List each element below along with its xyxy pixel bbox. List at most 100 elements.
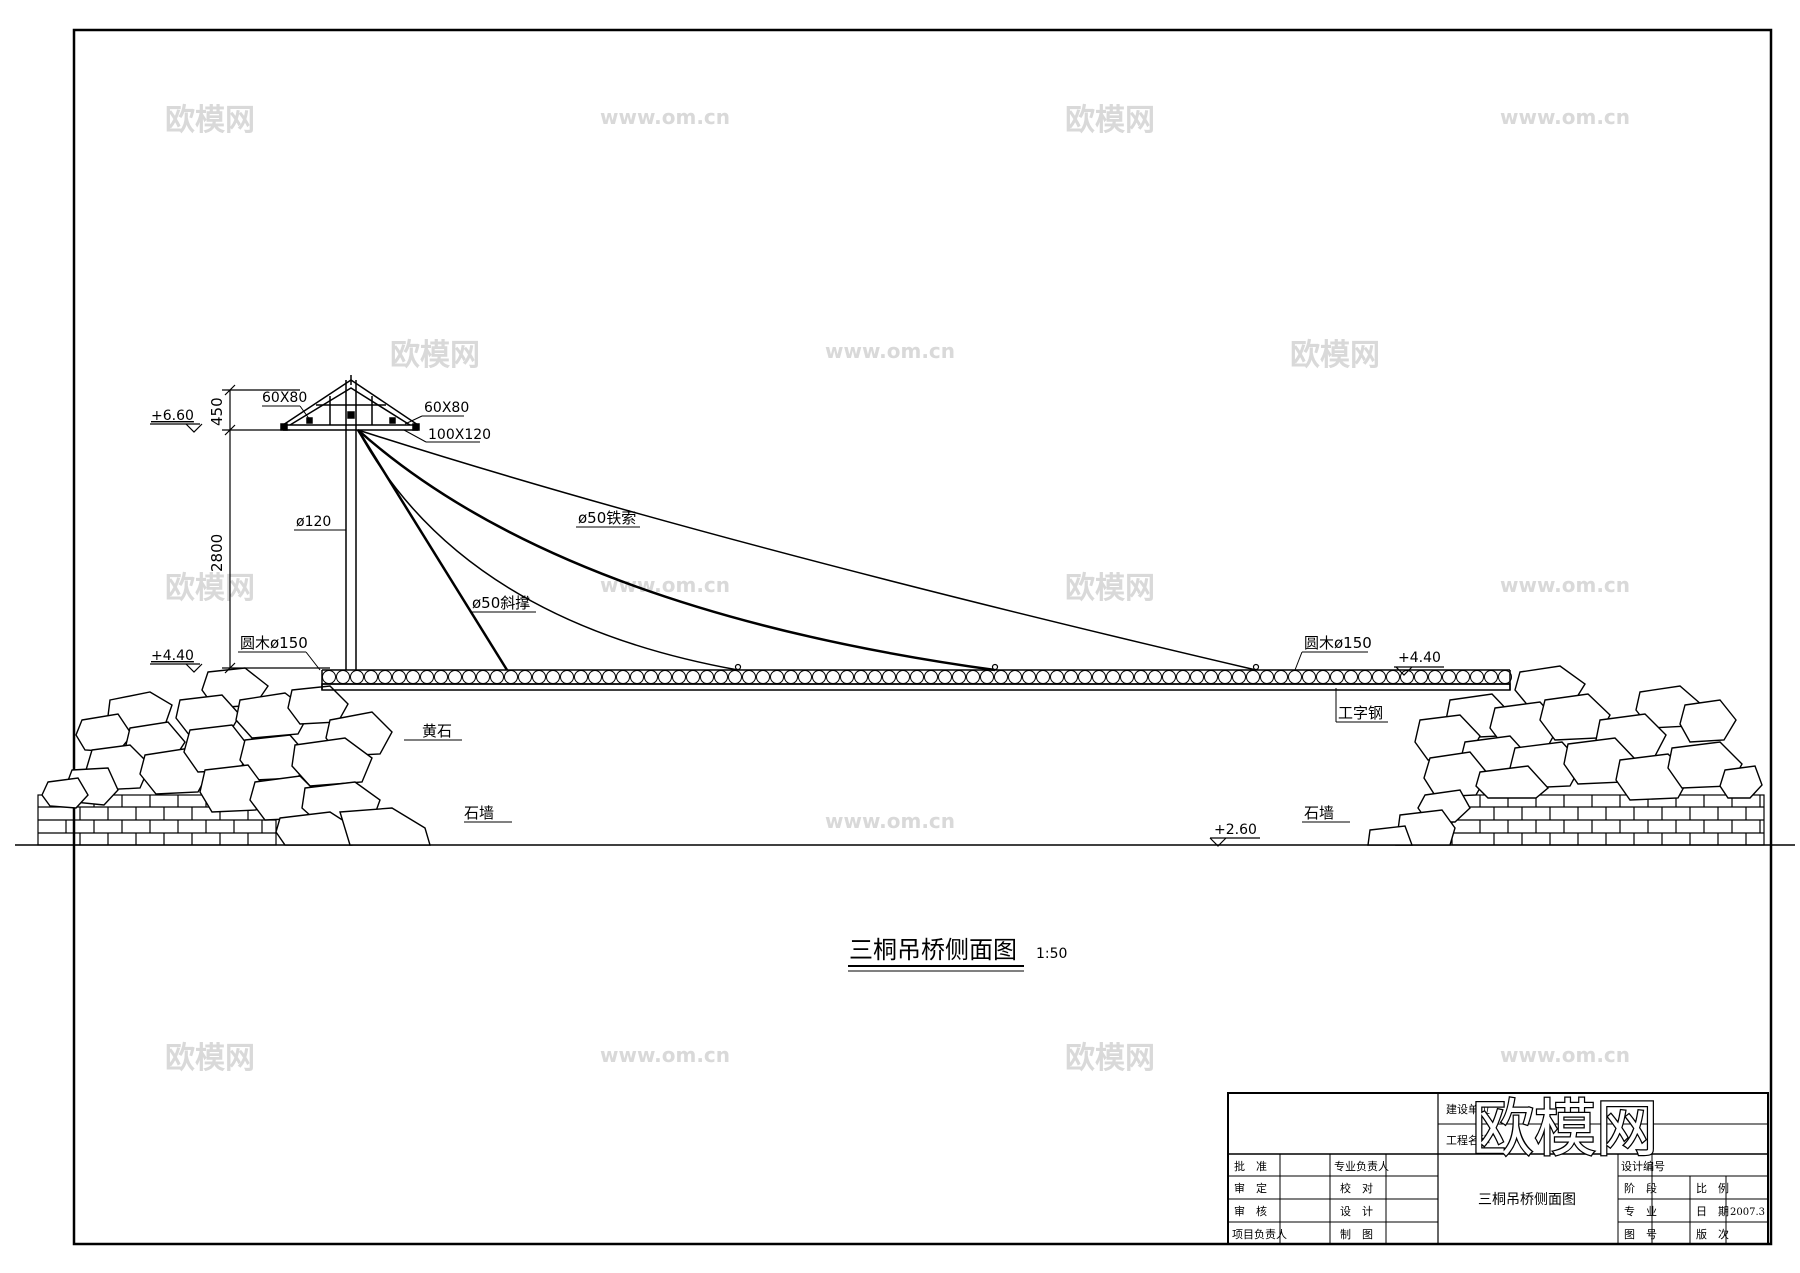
log-section <box>616 670 630 684</box>
log-section <box>1008 670 1022 684</box>
log-section <box>532 670 546 684</box>
log-section <box>1120 670 1134 684</box>
log-section <box>490 670 504 684</box>
log-section <box>1134 670 1148 684</box>
drawing-frame <box>72 28 1773 1246</box>
log-section <box>1442 670 1456 684</box>
log-section <box>896 670 910 684</box>
log-section <box>798 670 812 684</box>
tb-row-4-b: 制 图 <box>1340 1228 1373 1241</box>
label-post-diameter: ø120 <box>296 514 331 530</box>
dim-roof-height: 450 <box>208 397 226 426</box>
roof-frame <box>280 379 420 431</box>
log-section <box>462 670 476 684</box>
watermark-logo: 欧模网 <box>165 103 255 138</box>
log-section <box>672 670 686 684</box>
bridge-deck <box>321 669 1512 691</box>
tb-row-4-a: 项目负责人 <box>1232 1227 1287 1241</box>
watermark-url: www.om.cn <box>825 809 955 833</box>
elevation-ground: +2.60 <box>1214 822 1257 838</box>
log-section <box>1456 670 1470 684</box>
log-section <box>910 670 924 684</box>
log-section <box>1260 670 1274 684</box>
log-section <box>812 670 826 684</box>
log-section <box>1190 670 1204 684</box>
tb-row-3-b: 设 计 <box>1340 1205 1373 1218</box>
watermark-logo: 欧模网 <box>1065 103 1155 138</box>
log-section <box>1204 670 1218 684</box>
log-section <box>588 670 602 684</box>
label-log-left: 圆木ø150 <box>240 634 308 652</box>
log-section <box>938 670 952 684</box>
right-rock-pile <box>1367 665 1763 846</box>
log-section <box>728 670 742 684</box>
log-section <box>1414 670 1428 684</box>
log-section <box>1050 670 1064 684</box>
label-wall-left: 石墙 <box>464 804 494 822</box>
tb-row-1-b: 专业负责人 <box>1334 1159 1389 1173</box>
elevation-marker-deck-right <box>1394 666 1444 676</box>
watermark-logo: 欧模网 <box>390 338 480 373</box>
watermark-logo: 欧模网 <box>165 571 255 606</box>
tb-sheet-title: 三桐吊桥侧面图 <box>1478 1192 1576 1208</box>
mid-cable <box>357 429 996 672</box>
elevation-deck-right: +4.40 <box>1398 650 1441 666</box>
log-section <box>1022 670 1036 684</box>
log-section <box>364 670 378 684</box>
label-beam-60x80-right: 60X80 <box>424 400 469 416</box>
dim-post-height: 2800 <box>208 534 226 572</box>
watermark-url: www.om.cn <box>600 573 730 597</box>
log-section <box>1386 670 1400 684</box>
log-section <box>980 670 994 684</box>
tb-row-3-a: 审 核 <box>1234 1204 1267 1218</box>
log-section <box>1400 670 1414 684</box>
log-section <box>1064 670 1078 684</box>
title-block <box>1227 1092 1769 1245</box>
label-beam-100x120: 100X120 <box>428 427 491 443</box>
log-section <box>1162 670 1176 684</box>
watermark-url: www.om.cn <box>600 1043 730 1067</box>
log-section <box>350 670 364 684</box>
tb-date-label: 日 期 <box>1696 1205 1729 1218</box>
tb-design-no: 设计编号 <box>1621 1159 1665 1173</box>
tb-ratio: 比 例 <box>1696 1181 1729 1195</box>
log-section <box>1176 670 1190 684</box>
watermark-url: www.om.cn <box>600 105 730 129</box>
elevation-top: +6.60 <box>151 408 194 424</box>
log-section <box>658 670 672 684</box>
drawing-labels: 60X80 60X80 100X120 ø120 ø50铁索 ø50斜撑 圆木ø… <box>240 390 1383 822</box>
elevation-deck-left: +4.40 <box>151 648 194 664</box>
log-section <box>1372 670 1386 684</box>
tb-row-2-a: 审 定 <box>1234 1181 1267 1195</box>
log-section <box>518 670 532 684</box>
log-section <box>1484 670 1498 684</box>
label-cable: ø50铁索 <box>578 509 636 527</box>
log-section <box>686 670 700 684</box>
log-section <box>1316 670 1330 684</box>
watermark-layer: 欧模网 www.om.cn 欧模网 www.om.cn 欧模网 www.om.c… <box>165 103 1630 1076</box>
tb-date: 2007.3 <box>1730 1207 1765 1218</box>
log-section <box>1428 670 1442 684</box>
tb-discipline: 专 业 <box>1624 1204 1657 1218</box>
label-brace: ø50斜撑 <box>472 594 530 612</box>
tb-owner: 建设单位 <box>1446 1102 1490 1116</box>
elevation-marker-ground <box>1209 837 1260 847</box>
watermark-logo: 欧模网 <box>165 1041 255 1076</box>
watermark-logo: 欧模网 <box>1065 571 1155 606</box>
log-section <box>966 670 980 684</box>
title-block-text: 建设单位 工程名称 三桐吊桥侧面图 批 准 专业负责人 审 定 校 对 审 核 … <box>1232 1102 1765 1241</box>
watermark-url: www.om.cn <box>1500 105 1630 129</box>
log-section <box>1148 670 1162 684</box>
tb-row-2-b: 校 对 <box>1340 1181 1373 1195</box>
cables <box>356 429 1260 672</box>
log-section <box>448 670 462 684</box>
log-section <box>742 670 756 684</box>
tb-drawing-no: 图 号 <box>1624 1228 1657 1241</box>
label-yellow-stone: 黄石 <box>422 722 452 740</box>
right-stone-wall <box>1451 794 1765 846</box>
log-section <box>476 670 490 684</box>
watermark-url: www.om.cn <box>825 339 955 363</box>
label-wall-right: 石墙 <box>1304 804 1334 822</box>
log-section <box>504 670 518 684</box>
log-section <box>826 670 840 684</box>
